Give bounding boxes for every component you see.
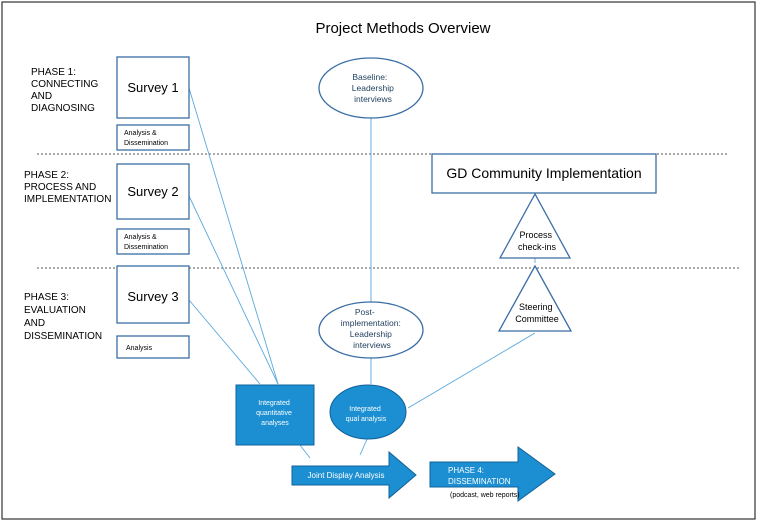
survey-2-label: Survey 2 <box>127 184 178 199</box>
baseline-interviews-label: Baseline: Leadership interviews <box>352 72 396 104</box>
post-implementation-oval <box>318 301 424 359</box>
steering-committee-label: Steering Committee <box>515 302 559 324</box>
survey-2-box <box>116 163 190 220</box>
connector-quant-joint <box>299 444 311 459</box>
analysis-box-2 <box>116 228 190 255</box>
steering-committee-triangle <box>497 264 573 332</box>
joint-display-label: Joint Display Analysis <box>308 471 385 480</box>
phase-4-label: PHASE 4: DISSEMINATION <box>448 466 511 486</box>
connector-survey2-quant <box>188 195 279 385</box>
analysis-box-1 <box>116 124 190 151</box>
analysis-box-2-label: Analysis & Dissemination <box>124 234 168 251</box>
joint-display-arrow <box>291 450 417 500</box>
survey-3-box <box>116 265 190 324</box>
process-checkins-label: Process check-ins <box>518 230 557 252</box>
integrated-qual-oval <box>329 384 407 440</box>
process-checkins-triangle <box>498 192 572 259</box>
post-implementation-label: Post- implementation: Leadership intervi… <box>341 307 403 350</box>
baseline-interviews-oval <box>318 57 424 119</box>
analysis-box-3-label: Analysis <box>126 345 153 352</box>
analysis-box-1-label: Analysis & Dissemination <box>124 130 168 147</box>
survey-3-label: Survey 3 <box>127 289 178 304</box>
survey-1-label: Survey 1 <box>127 80 178 95</box>
survey-1-box <box>116 56 190 119</box>
analysis-box-3 <box>116 335 190 359</box>
phase-3-label: PHASE 3: EVALUATION AND DISSEMINATION <box>24 292 102 342</box>
gd-community-label: GD Community Implementation <box>446 165 641 181</box>
connector-survey1-quant <box>188 87 279 385</box>
phase-1-label: PHASE 1: CONNECTING AND DIAGNOSING <box>31 67 101 114</box>
integrated-quantitative-box <box>235 384 315 446</box>
integrated-qual-label: Integrated qual analysis <box>346 406 387 423</box>
phase-4-arrow <box>429 446 556 502</box>
connector-qual-joint <box>359 436 369 456</box>
connector-steering-qual <box>407 332 536 409</box>
gd-community-box <box>431 153 657 194</box>
diagram-title: Project Methods Overview <box>315 20 490 37</box>
phase-4-note: (podcast, web reports) <box>450 492 520 499</box>
integrated-quantitative-label: Integrated quantitative analyses <box>256 400 294 427</box>
phase-2-label: PHASE 2: PROCESS AND IMPLEMENTATION <box>24 170 111 205</box>
connector-survey3-quant <box>188 299 261 385</box>
